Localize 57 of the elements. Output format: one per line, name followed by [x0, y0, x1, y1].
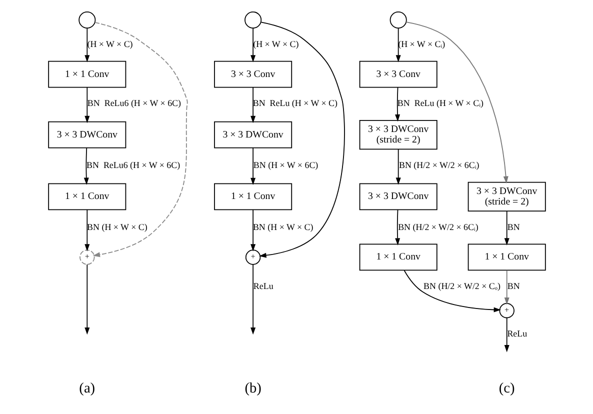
edge-label: BN (H/2 × W/2 × Cₒ) [423, 281, 500, 292]
edge-label: BN ReLu6 (H × W × 6C) [86, 98, 181, 108]
arrow [84, 28, 90, 62]
arrow [92, 22, 188, 258]
node-box: 1 × 1 Conv [358, 244, 437, 271]
node-circle [78, 12, 96, 29]
arrow [394, 87, 400, 122]
node-circle: + [79, 250, 94, 265]
edge-label: ReLu [252, 281, 273, 292]
node-circle [389, 12, 406, 29]
arrow [403, 270, 500, 312]
edge-label: (H × W × C) [86, 38, 132, 49]
arrow [405, 22, 508, 184]
node-box: 3 × 3 DWConv (stride = 2) [358, 120, 437, 150]
arrow [504, 318, 509, 352]
arrow [258, 22, 344, 258]
edge-label: BN [506, 281, 520, 292]
arrow [394, 209, 400, 246]
edge-label: BN [506, 222, 520, 232]
edge-label: ReLu [506, 328, 527, 339]
arrow [250, 28, 256, 62]
arrow [84, 209, 90, 252]
node-box: 3 × 3 DWConv [358, 183, 437, 210]
node-box: 1 × 1 Conv [48, 60, 126, 88]
edge-label: BN (H × W × 6C) [252, 160, 318, 170]
edge-label: BN (H × W × C) [252, 222, 313, 232]
node-box: 3 × 3 DWConv [214, 121, 292, 148]
arrow [395, 28, 400, 62]
node-circle: + [244, 250, 260, 265]
arrow [250, 209, 256, 252]
arrow [250, 147, 256, 185]
node-box: 1 × 1 Conv [467, 244, 546, 271]
node-box: 3 × 3 DWConv [48, 121, 126, 148]
arrow [504, 270, 509, 305]
arrow [250, 86, 256, 124]
node-box: 3 × 3 Conv [214, 60, 292, 88]
edge-label: BN ReLu6 (H × W × 6C) [86, 160, 180, 170]
arrow [84, 264, 90, 335]
node-box: 3 × 3 DWConv (stride = 2) [467, 182, 546, 212]
edge-label: (H × W × C) [252, 38, 298, 49]
arrow [504, 210, 509, 246]
arrow [250, 264, 256, 335]
edge-label: BN (H/2 × W/2 × 6Cᵢ) [398, 222, 478, 232]
arrow [84, 86, 90, 124]
node-box: 1 × 1 Conv [214, 183, 292, 210]
node-box: 1 × 1 Conv [48, 183, 126, 210]
edge-label: BN (H/2 × W/2 × 6Cᵢ) [398, 160, 479, 170]
arrow [395, 148, 400, 185]
node-circle: + [498, 302, 514, 318]
node-circle [244, 12, 262, 29]
label: (b) [244, 380, 261, 396]
label: (c) [498, 380, 514, 396]
edge-label: BN (H × W × C) [86, 222, 147, 232]
node-box: 3 × 3 Conv [358, 60, 437, 88]
edge-label: BN ReLu (H × W × C) [252, 98, 338, 108]
arrow [83, 148, 88, 185]
label: (a) [78, 380, 95, 396]
